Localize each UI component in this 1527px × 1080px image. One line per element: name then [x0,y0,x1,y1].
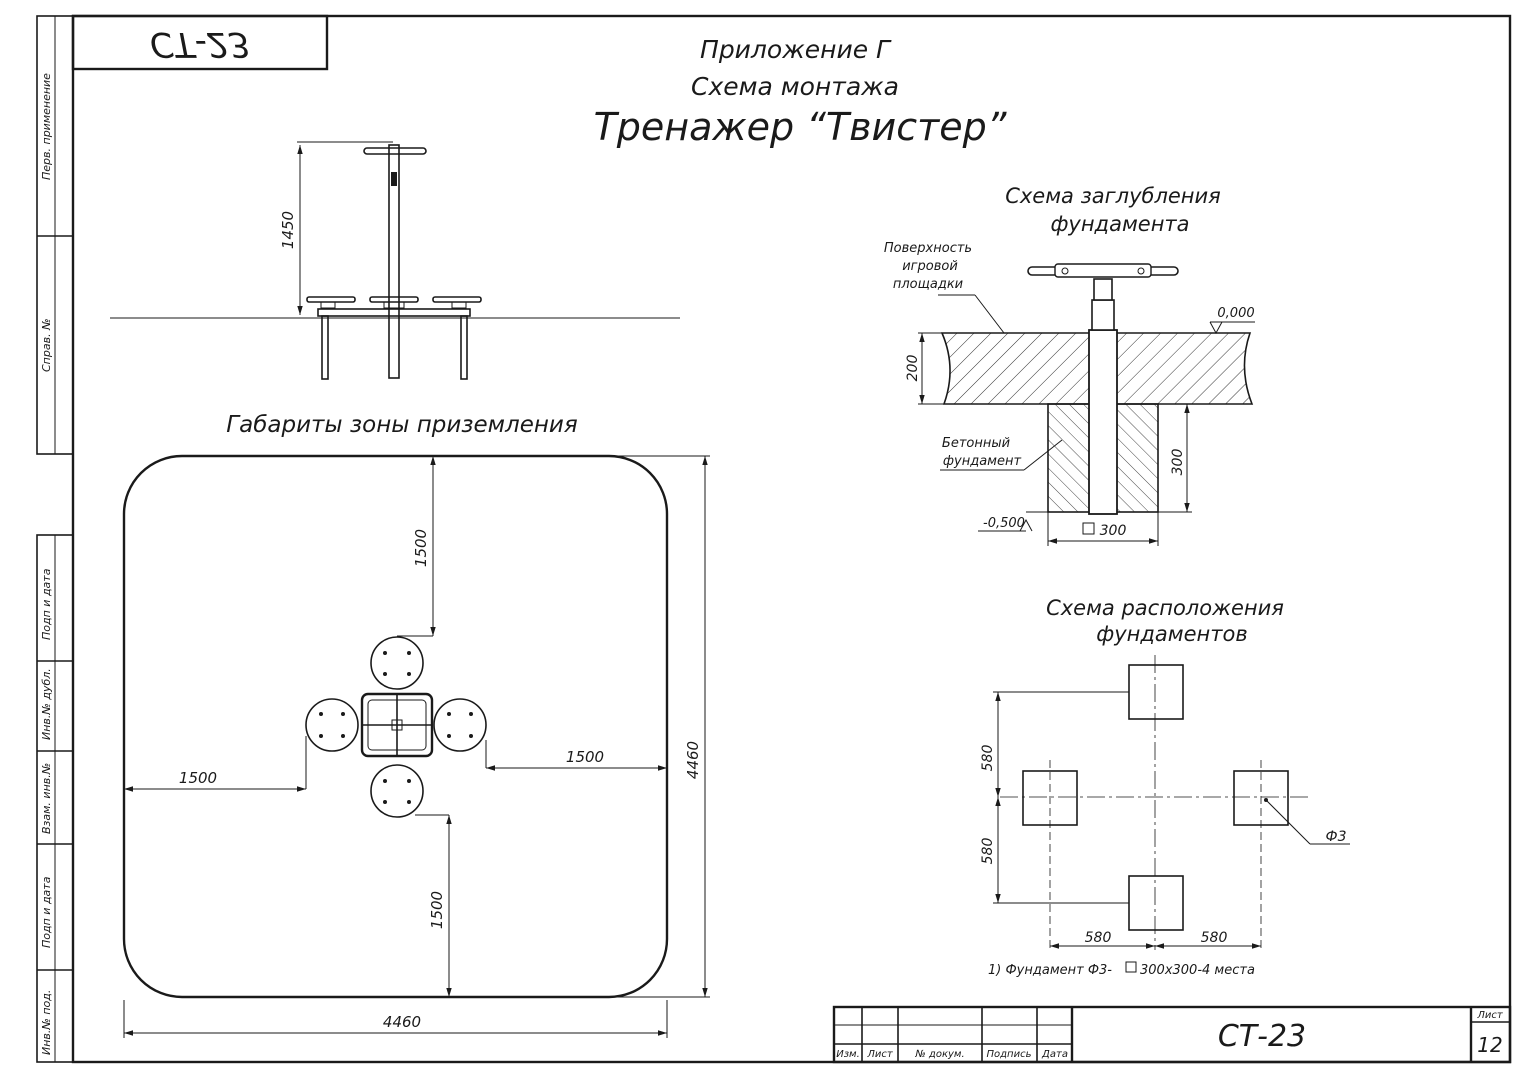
mirrored-code-box: СТ-23 [71,14,329,71]
foundation-top [1128,664,1184,720]
title-block-code: СТ-23 [1218,1019,1306,1054]
margin-label-podp-1: Подп и дата [40,568,53,640]
dim-zone-width: 4460 [383,1013,421,1031]
mirrored-code: СТ-23 [150,24,250,64]
foundation-callout: Ф3 [1326,829,1347,845]
depth-heading-line2: фундамента [1050,212,1189,236]
col-sign: Подпись [987,1049,1032,1060]
foundation-note-suffix: 300х300-4 места [1140,963,1255,978]
depth-heading-line1: Схема заглубления [1005,184,1221,208]
foundation-depth-section: Поверхность игровой площадки 0,000 200 3… [884,241,1255,546]
main-title: Тренажер “Твистер” [594,105,1007,149]
dim-block-depth: 300 [1170,449,1186,476]
dim-layout-h-right: 580 [1201,930,1228,946]
level-bottom: -0,500 [983,516,1025,531]
col-izm: Изм. [836,1049,860,1060]
level-top: 0,000 [1217,306,1254,321]
margin-label-inv-dubl: Инв.№ дубл. [40,668,53,740]
surface-label-line3: площадки [893,277,963,292]
title-block: Изм. Лист № докум. Подпись Дата СТ-23 Ли… [832,1005,1512,1064]
margin-label-podp-2: Подп и дата [40,876,53,948]
landing-zone-heading: Габариты зоны приземления [226,412,578,438]
dim-layout-v-top: 580 [980,745,996,772]
sheet-number: 12 [1477,1033,1502,1057]
margin-label-inv-pod: Инв.№ под. [40,990,53,1055]
layout-heading-line1: Схема расположения [1046,596,1284,620]
sheet-label: Лист [1476,1010,1504,1021]
surface-label-line2: игровой [902,259,958,274]
col-doc: № докум. [914,1049,964,1060]
dim-top-clearance: 1500 [412,529,430,567]
dim-slab-depth: 200 [905,355,921,382]
surface-label-line1: Поверхность [884,241,972,256]
margin-label-perv: Перв. применение [40,73,53,180]
dim-right-clearance: 1500 [566,748,604,766]
landing-zone-plan: 1500 1500 1500 1500 4460 4460 [122,454,710,1038]
foundation-bottom [1128,875,1184,931]
appendix-label: Приложение Г [700,35,892,64]
layout-heading-line2: фундаментов [1096,622,1247,646]
equipment-top-view [305,636,487,818]
foundation-note-prefix: 1) Фундамент Ф3- [988,963,1112,978]
col-list: Лист [866,1049,894,1060]
concrete-label-line2: фундамент [943,454,1022,469]
dim-left-clearance: 1500 [179,769,217,787]
col-date: Дата [1041,1049,1068,1060]
square-symbol [1125,961,1137,973]
subtitle: Схема монтажа [691,72,899,101]
dim-block-square: 300 [1100,523,1127,539]
dim-bottom-clearance: 1500 [428,891,446,929]
margin-label-sprav: Справ. № [40,318,53,372]
dim-layout-h-left: 580 [1085,930,1112,946]
dim-layout-v-bottom: 580 [980,838,996,865]
elevation-height-dim: 1450 [279,211,297,249]
side-margin-labels: Перв. применение Справ. № Подп и дата Ин… [40,73,53,1055]
elevation-view: 1450 [110,141,680,380]
foundation-layout-plan: 580 580 580 580 Ф3 1) Фундамент Ф3- 300х… [980,655,1350,978]
concrete-label-line1: Бетонный [942,436,1010,451]
dim-zone-height: 4460 [684,741,702,779]
sheet-frame [36,14,1512,1064]
margin-label-vzam: Взам. инв.№ [40,763,53,834]
